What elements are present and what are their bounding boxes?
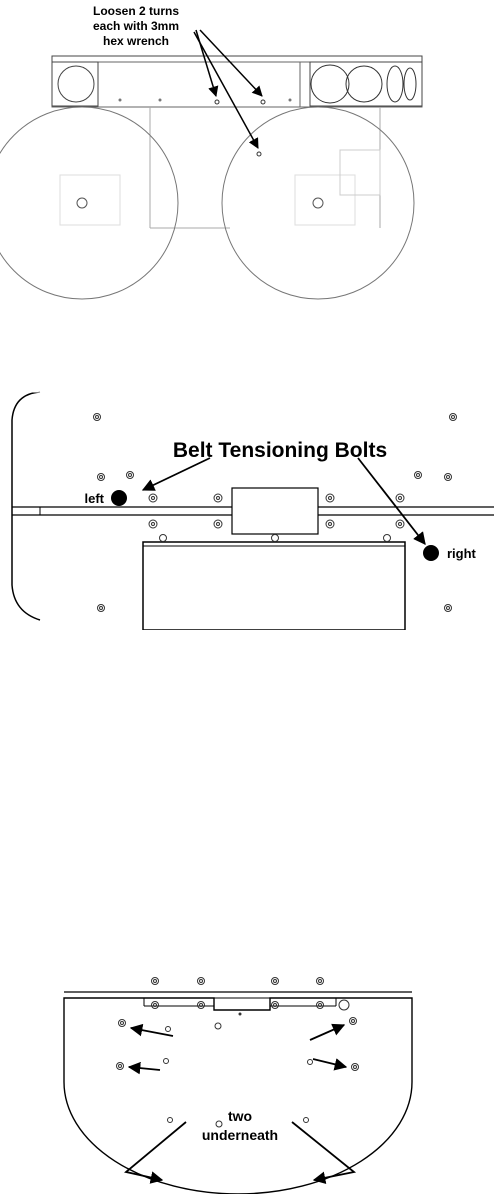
arrow-underneath-right (291, 1121, 357, 1184)
wheel-side-view-drawing: Loosen 2 turns each with 3mm hex wrench (0, 4, 423, 300)
wheel-side-view-diagram: Loosen 2 turns each with 3mm hex wrench (0, 0, 494, 310)
arrow-upper-right-bolt (309, 1023, 346, 1041)
arrow-bolt-2 (199, 29, 263, 97)
right-wheel (221, 106, 415, 300)
right-label: right (447, 546, 477, 561)
arrow-lower-left-bolt (127, 1061, 161, 1075)
loosen-note-line3: hex wrench (103, 34, 169, 48)
arrow-underneath-left (124, 1121, 187, 1184)
arrow-left-bolt (141, 457, 211, 491)
arrow-right-bolt (357, 457, 426, 545)
loosen-note-line1: Loosen 2 turns (93, 4, 179, 18)
base-plate-drawing: two underneath (63, 977, 413, 1194)
left-wheel (0, 106, 179, 300)
bolt-1 (214, 99, 220, 105)
base-plate-outline (63, 997, 413, 1194)
loosen-note-line2: each with 3mm (93, 19, 179, 33)
belt-tensioning-diagram: Belt Tensioning Bolts left right (0, 380, 494, 630)
tensioner-block (231, 487, 319, 535)
belt-tensioning-drawing: Belt Tensioning Bolts left right (11, 391, 494, 630)
base-plate-diagram: two underneath (0, 970, 494, 1194)
left-label: left (85, 491, 105, 506)
arrow-lower-right-bolt (312, 1058, 348, 1071)
belt-title: Belt Tensioning Bolts (173, 439, 387, 462)
left-motor-cap (57, 65, 95, 103)
underneath-label-line2: underneath (202, 1127, 278, 1143)
underneath-label-line1: two (228, 1108, 252, 1124)
left-tension-bolt (111, 490, 127, 506)
arrow-bolt-3 (193, 31, 259, 149)
bolt-3 (256, 151, 262, 157)
right-tension-bolt (423, 545, 439, 561)
arrow-upper-left-bolt (129, 1023, 174, 1037)
bolt-2 (260, 99, 266, 105)
